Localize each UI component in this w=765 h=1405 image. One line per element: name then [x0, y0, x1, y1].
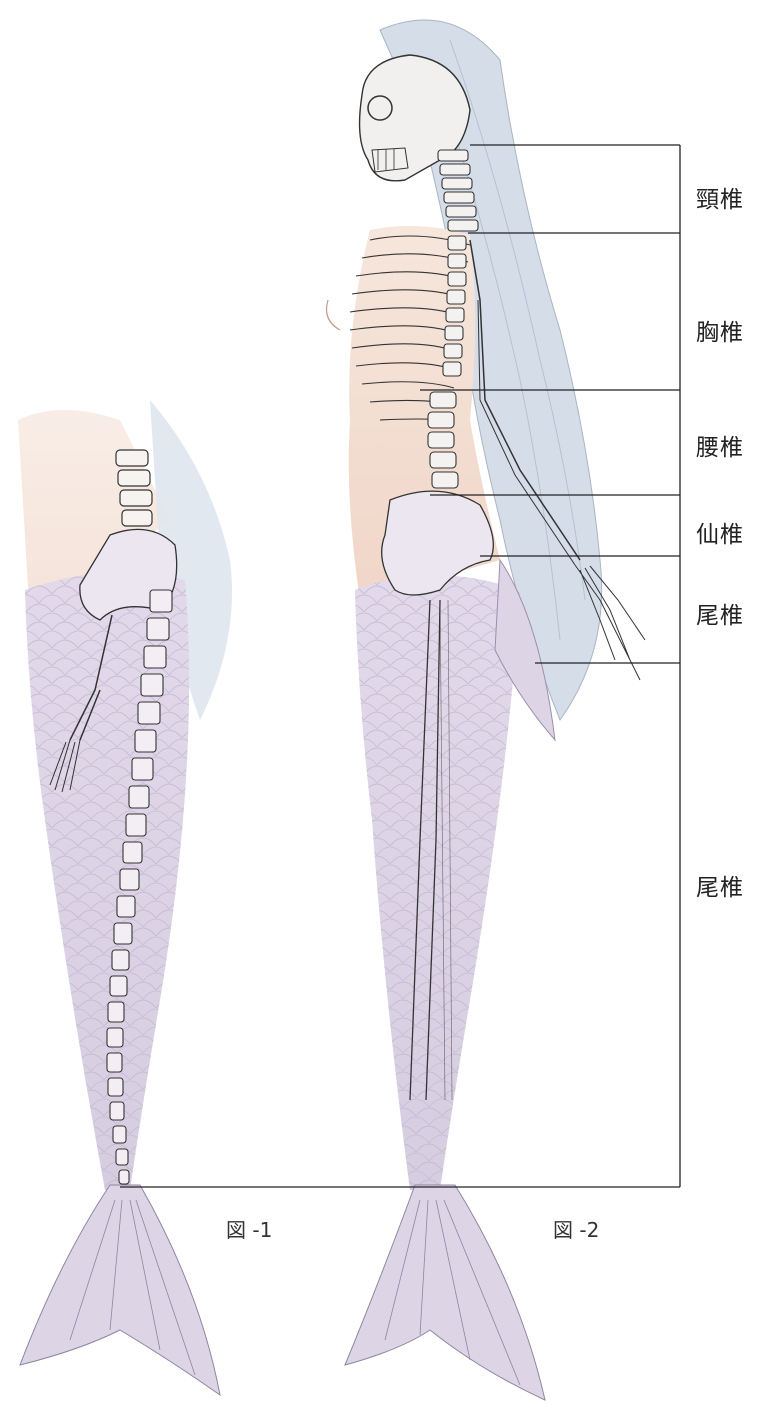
label-sacral: 仙椎 [696, 515, 744, 549]
figure-1-caption: 図 -1 [226, 1214, 272, 1243]
figure-2-drawing [327, 20, 646, 1400]
figure-2-caption: 図 -2 [553, 1214, 599, 1243]
label-cervical: 頸椎 [696, 180, 744, 214]
figure-1-tail-fin [20, 1185, 220, 1395]
label-tail: 尾椎 [696, 868, 744, 902]
label-thoracic: 胸椎 [696, 313, 744, 347]
label-lumbar: 腰椎 [696, 428, 744, 462]
figure-1-drawing [18, 400, 232, 1395]
figure-2-tail-fin [345, 1185, 545, 1400]
label-coccygeal: 尾椎 [696, 596, 744, 630]
